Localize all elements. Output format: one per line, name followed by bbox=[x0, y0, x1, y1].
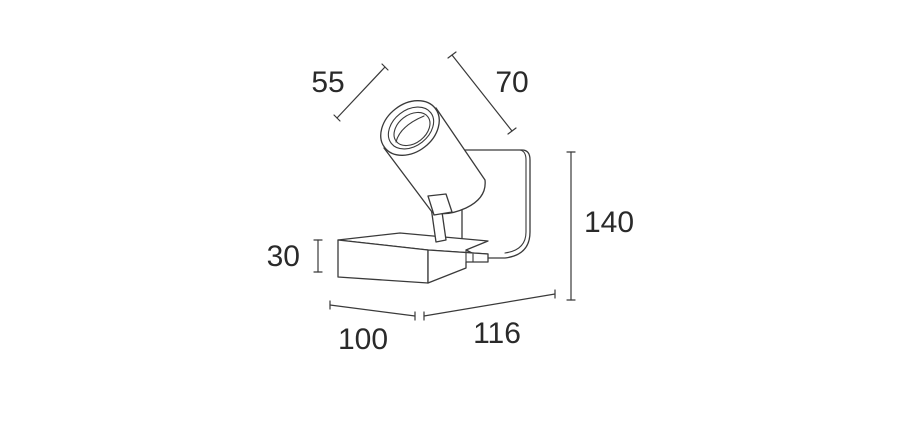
dimension-100: 100 bbox=[329, 300, 416, 356]
dimension-label-depth: 70 bbox=[495, 66, 528, 99]
dimension-label-base-height: 30 bbox=[267, 240, 300, 273]
wall-lamp-illustration bbox=[337, 100, 531, 284]
base-side-face bbox=[427, 249, 489, 284]
dimension-30: 30 bbox=[267, 239, 323, 273]
dimension-label-base-length: 116 bbox=[473, 317, 521, 350]
dimension-label-base-width: 100 bbox=[338, 323, 388, 356]
dimension-140: 140 bbox=[566, 151, 634, 301]
dimension-label-diameter: 55 bbox=[311, 66, 344, 99]
lamp-inner-ring bbox=[387, 106, 435, 150]
lamp-yoke bbox=[427, 193, 453, 216]
dimension-116: 116 bbox=[423, 289, 556, 350]
dimension-70: 70 bbox=[447, 51, 529, 135]
dimension-55: 55 bbox=[311, 63, 389, 122]
dimension-label-height: 140 bbox=[584, 206, 634, 239]
